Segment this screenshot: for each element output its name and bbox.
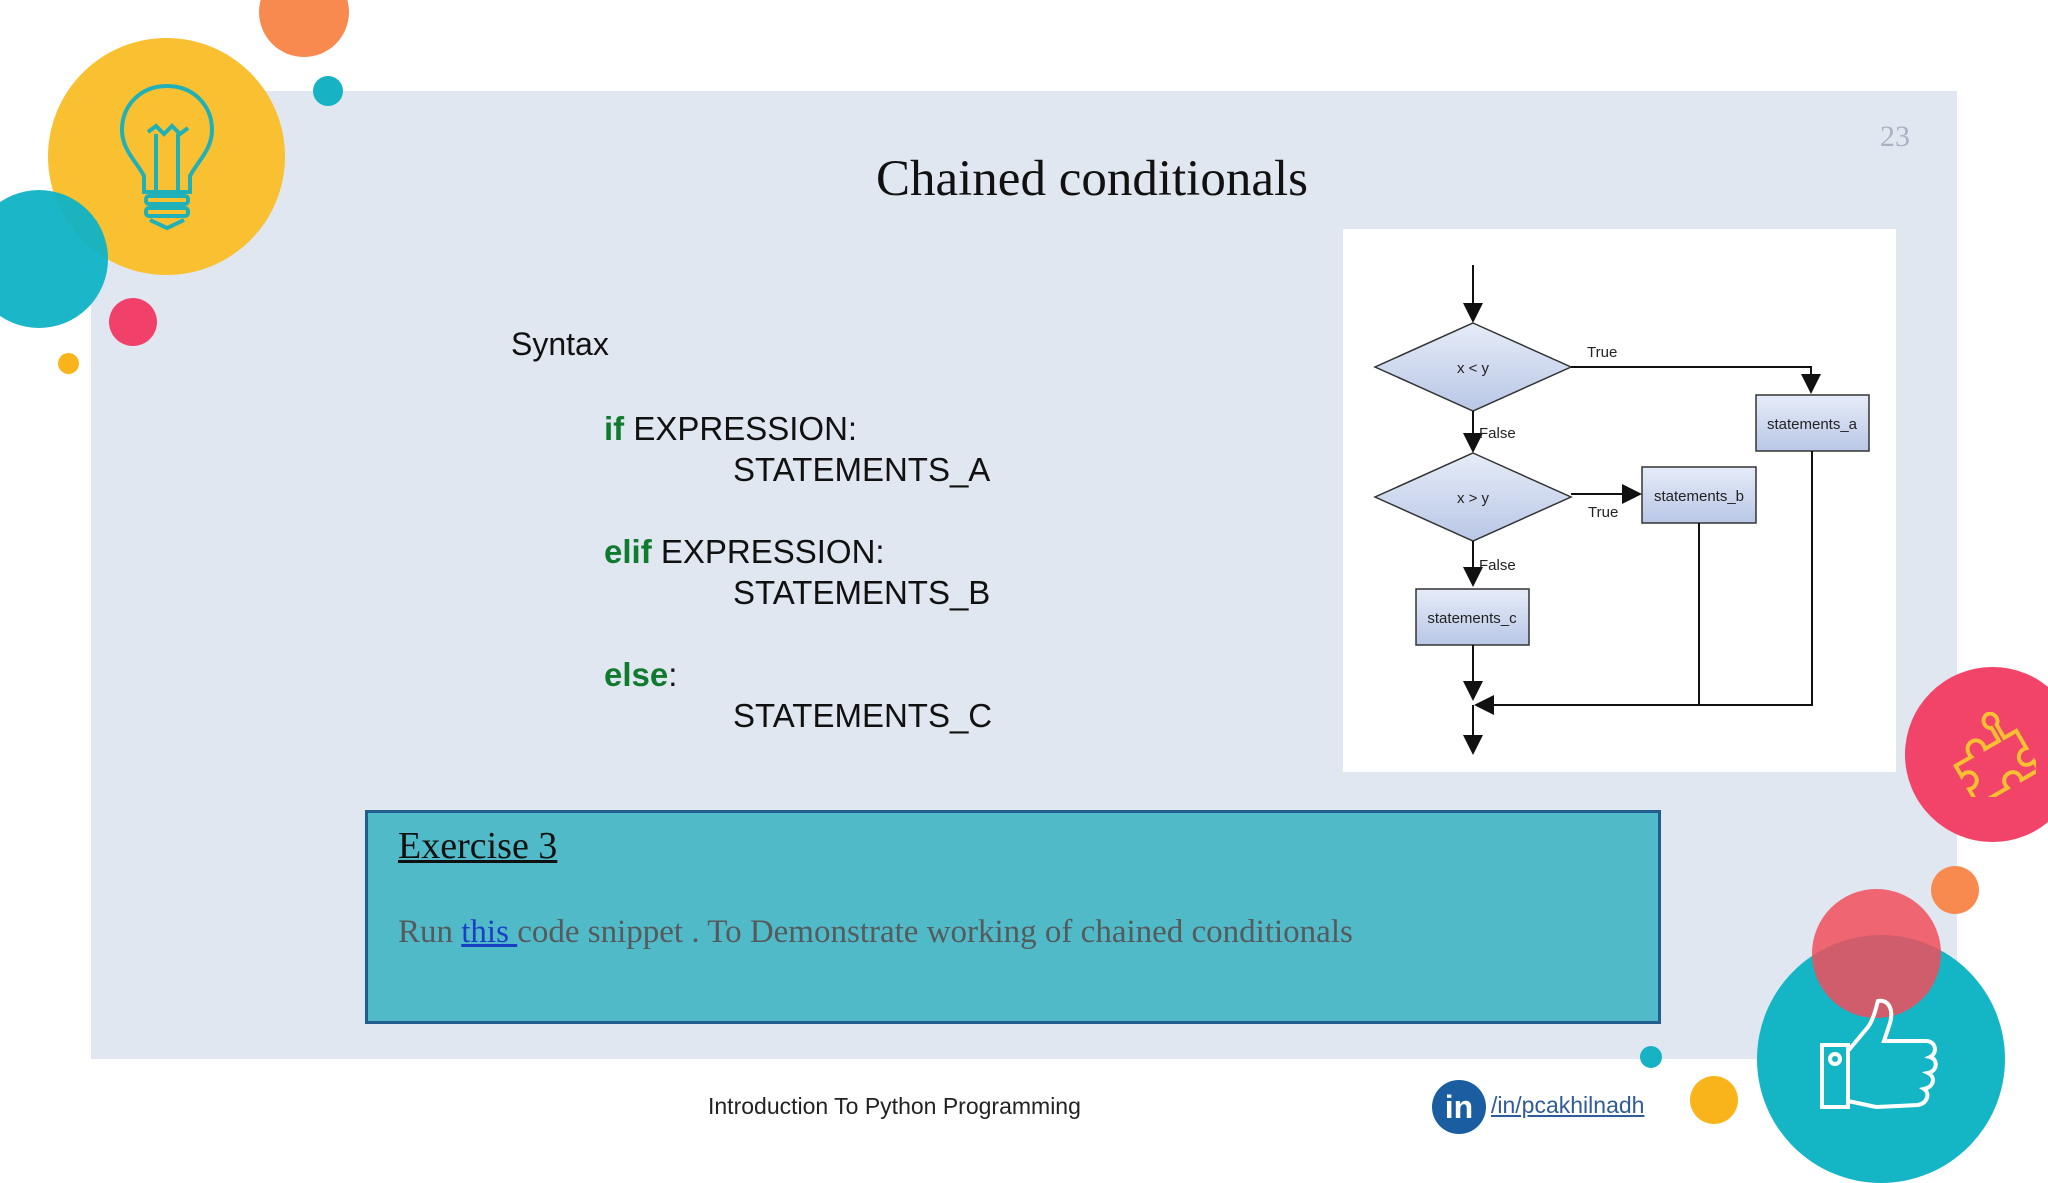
- if-expression: EXPRESSION:: [624, 410, 858, 447]
- linkedin-icon[interactable]: in: [1432, 1080, 1486, 1134]
- page-title: Chained conditionals: [875, 151, 1308, 207]
- decor-circle-orange-top: [259, 0, 349, 57]
- thumbs-up-icon: [1820, 998, 1938, 1110]
- true-arrow-1: [1571, 366, 1821, 394]
- condition-2-label: x > y: [1457, 490, 1490, 507]
- linkedin-link[interactable]: /in/pcakhilnadh: [1491, 1092, 1645, 1118]
- statements-b-label: statements_b: [1654, 488, 1744, 505]
- false-label-1: False: [1479, 425, 1516, 442]
- decor-circle-teal-left: [0, 190, 108, 328]
- merge-line-a: [1699, 451, 1813, 706]
- footer-course-title: Introduction To Python Programming: [708, 1093, 1081, 1119]
- code-line-else: else:: [604, 656, 677, 694]
- true-label-1: True: [1587, 344, 1617, 361]
- true-label-2: True: [1588, 504, 1618, 521]
- code-line-elif: elif EXPRESSION:: [604, 533, 885, 571]
- statements-a-label: statements_a: [1767, 416, 1858, 433]
- if-keyword: if: [604, 410, 625, 447]
- code-line-statements-a: STATEMENTS_A: [733, 451, 991, 488]
- exercise-box: Exercise 3 Run this code snippet . To De…: [365, 810, 1661, 1024]
- decor-circle-orange-right: [1931, 866, 1979, 914]
- else-colon: :: [668, 656, 678, 693]
- condition-1-label: x < y: [1457, 360, 1490, 377]
- statements-b-box: [1641, 466, 1757, 524]
- decor-circle-teal-dot: [1640, 1046, 1662, 1068]
- syntax-label: Syntax: [511, 326, 609, 362]
- flowchart-diagram: x < y True False statements_a x > y True…: [1343, 229, 1896, 772]
- decor-circle-yellow-bottom: [1690, 1076, 1738, 1124]
- puzzle-icon: [1952, 712, 2036, 797]
- lightbulb-icon: [119, 83, 215, 231]
- false-label-2: False: [1479, 557, 1516, 574]
- decor-circle-pink-right: [1905, 667, 2048, 842]
- decor-circle-red-overlap: [1812, 889, 1941, 1018]
- decor-circle-pink-left: [109, 298, 157, 346]
- page-number: 23: [1880, 120, 1910, 153]
- exercise-title: Exercise 3: [398, 825, 558, 867]
- decor-circle-teal-small: [313, 76, 343, 106]
- statements-c-box: [1415, 588, 1530, 646]
- exercise-prefix: Run: [398, 914, 462, 950]
- elif-expression: EXPRESSION:: [651, 533, 885, 570]
- flowchart-svg: x < y True False statements_a x > y True…: [1373, 265, 1870, 755]
- code-line-if: if EXPRESSION:: [604, 410, 857, 448]
- exercise-suffix: code snippet . To Demonstrate working of…: [517, 914, 1353, 950]
- exercise-link[interactable]: this: [461, 914, 518, 950]
- exercise-body: Run this code snippet . To Demonstrate w…: [398, 914, 1353, 951]
- code-line-statements-c: STATEMENTS_C: [733, 697, 993, 734]
- decor-circle-yellow-dot: [58, 353, 79, 374]
- elif-keyword: elif: [604, 533, 652, 570]
- statements-c-label: statements_c: [1427, 610, 1517, 627]
- else-keyword: else: [604, 656, 669, 693]
- code-line-statements-b: STATEMENTS_B: [733, 574, 991, 611]
